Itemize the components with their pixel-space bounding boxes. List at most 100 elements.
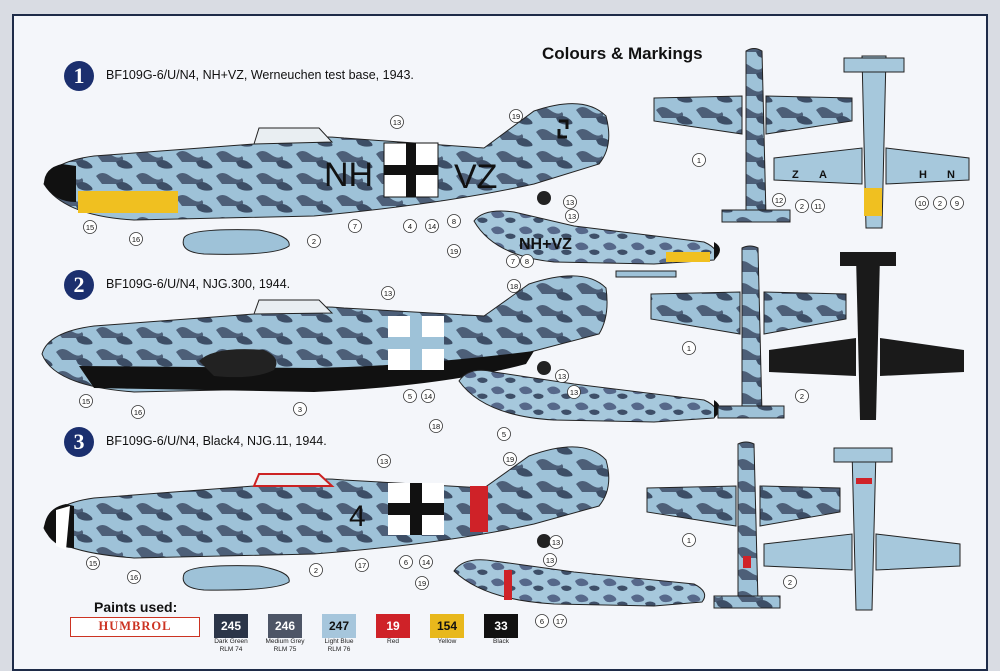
svg-text:11: 11 xyxy=(814,202,822,211)
callout-16: 16 xyxy=(131,405,145,419)
callout-13: 13 xyxy=(390,115,404,129)
callout-2: 2 xyxy=(309,563,323,577)
svg-text:2: 2 xyxy=(788,578,792,587)
paint-swatch-154: 154 xyxy=(430,614,464,638)
instruction-sheet: Colours & Markings 1 BF109G-6/U/N4, NH+V… xyxy=(12,14,988,671)
svg-text:13: 13 xyxy=(570,388,578,397)
callout-16: 16 xyxy=(129,232,143,246)
svg-text:1: 1 xyxy=(697,156,701,165)
callout-7: 7 xyxy=(506,254,520,268)
svg-text:1: 1 xyxy=(687,536,691,545)
svg-text:18: 18 xyxy=(510,282,518,291)
scheme-2-number-badge: 2 xyxy=(64,270,94,300)
scheme-1-side-view: NH VZ xyxy=(43,103,610,255)
callout-13: 13 xyxy=(565,209,579,223)
paint-name-154: Yellow xyxy=(437,638,457,645)
callout-18: 18 xyxy=(507,279,521,293)
svg-text:7: 7 xyxy=(511,257,515,266)
callout-6: 6 xyxy=(535,614,549,628)
callout-13: 13 xyxy=(543,553,557,567)
svg-text:17: 17 xyxy=(556,617,564,626)
svg-text:13: 13 xyxy=(384,289,392,298)
paint-name-19: Red xyxy=(387,638,399,645)
fuselage-code-left: NH xyxy=(324,156,373,194)
callout-8: 8 xyxy=(520,254,534,268)
fuselage-balkenkreuz xyxy=(383,142,439,198)
wing-code-left-2: A xyxy=(819,169,827,181)
svg-text:16: 16 xyxy=(134,408,142,417)
svg-text:13: 13 xyxy=(558,372,566,381)
callout-19: 19 xyxy=(503,452,517,466)
scheme-3-number-badge: 3 xyxy=(64,427,94,457)
svg-text:13: 13 xyxy=(380,457,388,466)
scheme-3-caption: BF109G-6/U/N4, Black4, NJG.11, 1944. xyxy=(106,434,327,448)
callout-18: 18 xyxy=(429,419,443,433)
callout-1: 1 xyxy=(682,341,696,355)
callout-17: 17 xyxy=(355,558,369,572)
callout-2: 2 xyxy=(933,196,947,210)
svg-text:7: 7 xyxy=(353,222,357,231)
paint-swatch-246: 246 xyxy=(268,614,302,638)
callout-2: 2 xyxy=(795,199,809,213)
callout-4: 4 xyxy=(403,219,417,233)
svg-text:14: 14 xyxy=(422,558,430,567)
callout-2: 2 xyxy=(795,389,809,403)
callout-14: 14 xyxy=(419,555,433,569)
svg-text:5: 5 xyxy=(408,392,412,401)
scheme-2-side-view xyxy=(41,275,720,423)
callout-2: 2 xyxy=(307,234,321,248)
svg-text:4: 4 xyxy=(408,222,412,231)
svg-text:13: 13 xyxy=(393,118,401,127)
svg-text:15: 15 xyxy=(86,223,94,232)
svg-text:2: 2 xyxy=(800,392,804,401)
callout-13: 13 xyxy=(555,369,569,383)
paint-name-33: Black xyxy=(493,638,509,645)
svg-text:16: 16 xyxy=(132,235,140,244)
scheme-3-perspective-view xyxy=(453,559,706,607)
svg-text:6: 6 xyxy=(404,558,408,567)
paint-swatch-33: 33 xyxy=(484,614,518,638)
small-fuselage-code: NH+VZ xyxy=(519,236,572,253)
svg-text:13: 13 xyxy=(566,198,574,207)
callout-8: 8 xyxy=(447,214,461,228)
svg-text:19: 19 xyxy=(450,247,458,256)
paint-swatch-245: 245 xyxy=(214,614,248,638)
callout-15: 15 xyxy=(79,394,93,408)
svg-text:8: 8 xyxy=(452,217,456,226)
callout-5: 5 xyxy=(403,389,417,403)
wing-code-right: H xyxy=(919,169,927,181)
callout-1: 1 xyxy=(682,533,696,547)
svg-text:15: 15 xyxy=(82,397,90,406)
paint-swatch-19: 19 xyxy=(376,614,410,638)
callout-14: 14 xyxy=(421,389,435,403)
paint-swatch-247: 247 xyxy=(322,614,356,638)
svg-text:10: 10 xyxy=(918,199,926,208)
callout-17: 17 xyxy=(553,614,567,628)
svg-text:2: 2 xyxy=(314,566,318,575)
callout-19: 19 xyxy=(415,576,429,590)
svg-text:9: 9 xyxy=(955,199,959,208)
callout-1: 1 xyxy=(692,153,706,167)
sheet-title: Colours & Markings xyxy=(542,44,703,63)
callout-15: 15 xyxy=(86,556,100,570)
callout-5: 5 xyxy=(497,427,511,441)
callout-3: 3 xyxy=(293,402,307,416)
callout-12: 12 xyxy=(772,193,786,207)
svg-text:5: 5 xyxy=(502,430,506,439)
svg-text:13: 13 xyxy=(546,556,554,565)
scheme-3-side-view: 4 xyxy=(43,446,706,607)
svg-text:19: 19 xyxy=(512,112,520,121)
callout-13: 13 xyxy=(377,454,391,468)
callout-7: 7 xyxy=(348,219,362,233)
callout-2: 2 xyxy=(783,575,797,589)
callout-14: 14 xyxy=(425,219,439,233)
wing-code-right-2: N xyxy=(947,169,955,181)
svg-text:2: 2 xyxy=(938,199,942,208)
wing-code-left: Z xyxy=(792,169,799,181)
scheme-1-perspective-view: NH+VZ xyxy=(473,210,720,278)
svg-text:15: 15 xyxy=(89,559,97,568)
callout-13: 13 xyxy=(381,286,395,300)
